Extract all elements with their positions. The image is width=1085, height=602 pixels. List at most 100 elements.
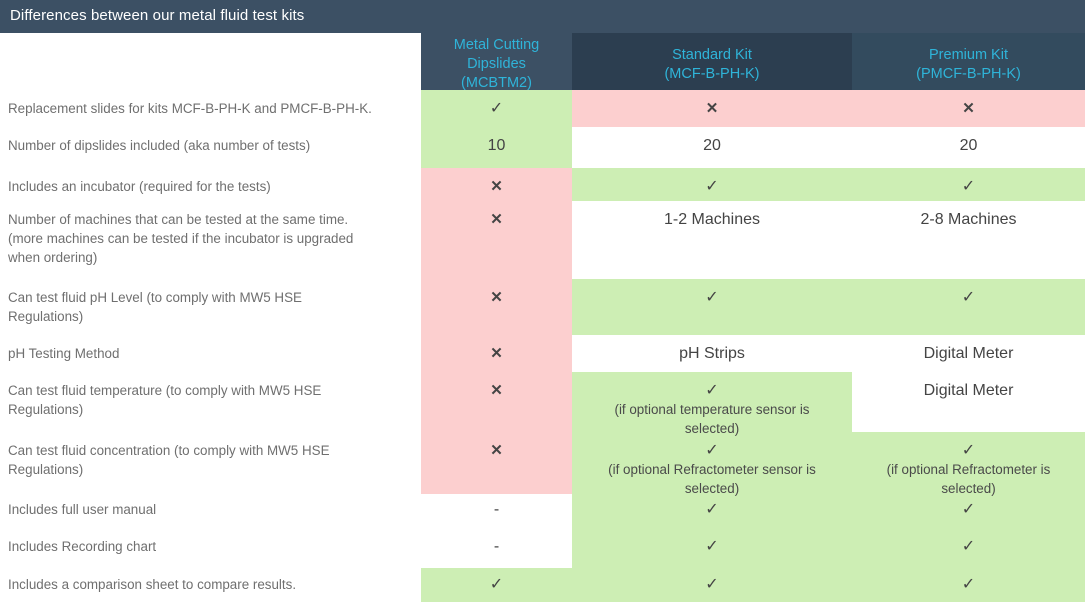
column-header-dipslides: Metal Cutting Dipslides (MCBTM2)	[421, 33, 572, 91]
table-cell: ✕	[421, 177, 572, 196]
cell-background	[852, 568, 1085, 602]
cell-value: 1-2 Machines	[663, 211, 761, 228]
check-icon: ✓	[961, 289, 976, 306]
cell-background	[852, 432, 1085, 494]
cell-value: Digital Meter	[923, 382, 1014, 399]
cell-background	[572, 335, 852, 372]
cell-background	[572, 201, 852, 279]
row-label: pH Testing Method	[8, 346, 120, 361]
table-cell: ✕	[421, 344, 572, 363]
cell-background	[421, 201, 572, 279]
cross-icon: ✕	[490, 211, 503, 228]
cell-background	[852, 127, 1085, 168]
table-cell: ✓(if optional Refractometer is selected)	[852, 441, 1085, 498]
cell-background	[421, 279, 572, 335]
check-icon: ✓	[961, 501, 976, 518]
row-label: Can test fluid concentration (to comply …	[8, 443, 330, 477]
column-header-premium: Premium Kit (PMCF-B-PH-K)	[852, 33, 1085, 90]
check-icon: ✓	[705, 501, 719, 518]
table-cell: Digital Meter	[852, 381, 1085, 400]
cell-background	[572, 494, 852, 531]
row-label: Includes full user manual	[8, 502, 157, 517]
title-bar: Differences between our metal fluid test…	[0, 0, 1085, 33]
table-cell: ✓	[421, 575, 572, 594]
table-cell: pH Strips	[572, 344, 852, 363]
cell-background	[852, 531, 1085, 568]
table-cell: ✓	[572, 177, 852, 196]
cell-value: 20	[703, 137, 721, 154]
check-icon: ✓	[961, 178, 976, 195]
table-cell: -	[421, 537, 572, 556]
cell-background	[852, 372, 1085, 432]
table-cell: ✕	[852, 99, 1085, 118]
check-icon: ✓	[961, 442, 976, 459]
column-header-standard: Standard Kit (MCF-B-PH-K)	[572, 33, 852, 90]
table-cell: ✓	[572, 537, 852, 556]
cell-background	[572, 168, 852, 201]
table-cell: 10	[421, 136, 572, 155]
check-icon: ✓	[705, 538, 719, 555]
table-cell: -	[421, 500, 572, 519]
check-icon: ✓	[705, 442, 719, 459]
dash-icon: -	[493, 501, 500, 518]
table-cell: 20	[852, 136, 1085, 155]
cell-background	[572, 90, 852, 127]
table-cell: 20	[572, 136, 852, 155]
cell-note: (if optional Refractometer sensor is sel…	[608, 462, 816, 496]
row-label: Number of dipslides included (aka number…	[8, 138, 311, 153]
table-cell: ✓	[572, 288, 852, 307]
row-label: Can test fluid temperature (to comply wi…	[8, 383, 322, 417]
row-label: Includes Recording chart	[8, 539, 157, 554]
table-cell: ✕	[572, 99, 852, 118]
table-cell: ✓ (if optional Refractometer sensor is se…	[572, 441, 852, 498]
cell-value: 20	[959, 137, 978, 154]
cross-icon: ✕	[490, 382, 503, 399]
cell-background	[421, 531, 572, 568]
cell-background	[421, 372, 572, 432]
cell-value: Digital Meter	[923, 345, 1014, 362]
table-cell: ✓	[852, 575, 1085, 594]
table-cell: ✓	[852, 537, 1085, 556]
cell-background	[421, 568, 572, 602]
table-cell: ✓	[852, 500, 1085, 519]
cell-background	[852, 201, 1085, 279]
check-icon: ✓	[961, 538, 976, 555]
cross-icon: ✕	[962, 100, 975, 117]
check-icon: ✓	[489, 576, 504, 593]
cell-background	[421, 168, 572, 201]
table-cell: 1-2 Machines	[572, 210, 852, 229]
cell-background	[421, 494, 572, 531]
row-label: Can test fluid pH Level (to comply with …	[8, 290, 302, 324]
cell-background	[572, 531, 852, 568]
cross-icon: ✕	[490, 442, 503, 459]
table-cell: ✕	[421, 441, 572, 460]
table-cell: ✓(if optional temperature sensor is sele…	[572, 381, 852, 438]
cell-background	[572, 432, 852, 494]
table-cell: Digital Meter	[852, 344, 1085, 363]
check-icon: ✓	[705, 382, 719, 399]
cell-background	[572, 568, 852, 602]
table-cell: ✕	[421, 210, 572, 229]
cross-icon: ✕	[490, 289, 503, 306]
row-label: Includes an incubator (required for the …	[8, 179, 271, 194]
table-cell: ✕	[421, 381, 572, 400]
check-icon: ✓	[489, 100, 504, 117]
table-cell: ✓	[572, 500, 852, 519]
table-cell: ✓	[421, 99, 572, 118]
cell-background	[421, 335, 572, 372]
cross-icon: ✕	[705, 100, 719, 117]
cell-background	[421, 432, 572, 494]
cross-icon: ✕	[490, 178, 503, 195]
cell-background	[852, 168, 1085, 201]
cell-value: pH Strips	[679, 345, 745, 362]
cross-icon: ✕	[490, 345, 503, 362]
cell-value: 2-8 Machines	[920, 211, 1017, 228]
cell-background	[572, 372, 852, 432]
check-icon: ✓	[961, 576, 976, 593]
check-icon: ✓	[705, 178, 719, 195]
page-title: Differences between our metal fluid test…	[10, 7, 305, 24]
check-icon: ✓	[705, 289, 719, 306]
row-label: Includes a comparison sheet to compare r…	[8, 577, 297, 592]
cell-background	[572, 127, 852, 168]
